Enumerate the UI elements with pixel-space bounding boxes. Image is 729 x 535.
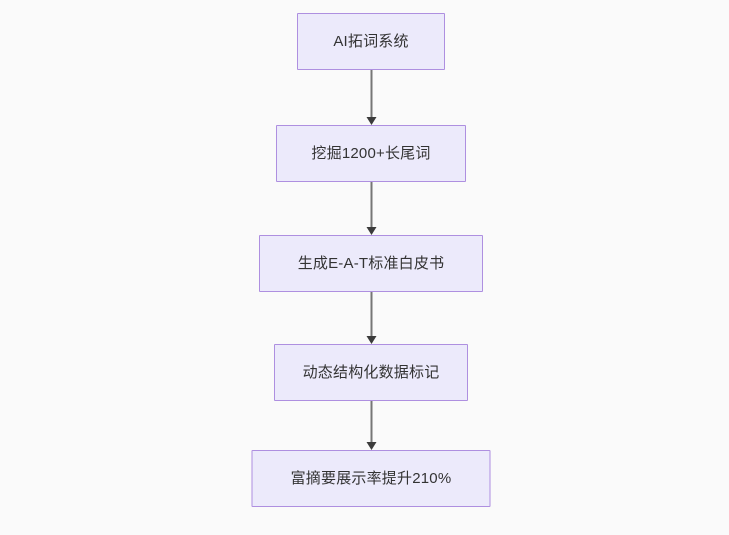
flowchart-edge-1 — [366, 182, 377, 235]
flowchart-node-ai-keyword-system[interactable]: AI拓词系统 — [297, 13, 445, 70]
flowchart-node-generate-eat-whitepaper[interactable]: 生成E-A-T标准白皮书 — [259, 235, 483, 292]
flowchart-node-dynamic-structured-data-markup[interactable]: 动态结构化数据标记 — [274, 344, 468, 401]
flowchart-edge-3 — [366, 401, 377, 450]
node-label: 生成E-A-T标准白皮书 — [297, 255, 445, 272]
arrow-down-icon — [366, 442, 376, 450]
edge-line — [370, 182, 372, 227]
node-label: AI拓词系统 — [333, 33, 409, 50]
flowchart-node-mine-longtail-keywords[interactable]: 挖掘1200+长尾词 — [276, 125, 466, 182]
node-label: 富摘要展示率提升210% — [290, 470, 452, 487]
arrow-down-icon — [366, 117, 376, 125]
edge-line — [370, 70, 372, 117]
flowchart-edge-0 — [366, 70, 377, 125]
node-label: 动态结构化数据标记 — [302, 364, 440, 381]
arrow-down-icon — [366, 227, 376, 235]
edge-line — [370, 292, 372, 336]
edge-line — [370, 401, 372, 442]
arrow-down-icon — [366, 336, 376, 344]
flowchart-node-rich-snippet-impression-uplift[interactable]: 富摘要展示率提升210% — [251, 450, 491, 507]
flowchart-edge-2 — [366, 292, 377, 344]
node-label: 挖掘1200+长尾词 — [311, 145, 431, 162]
